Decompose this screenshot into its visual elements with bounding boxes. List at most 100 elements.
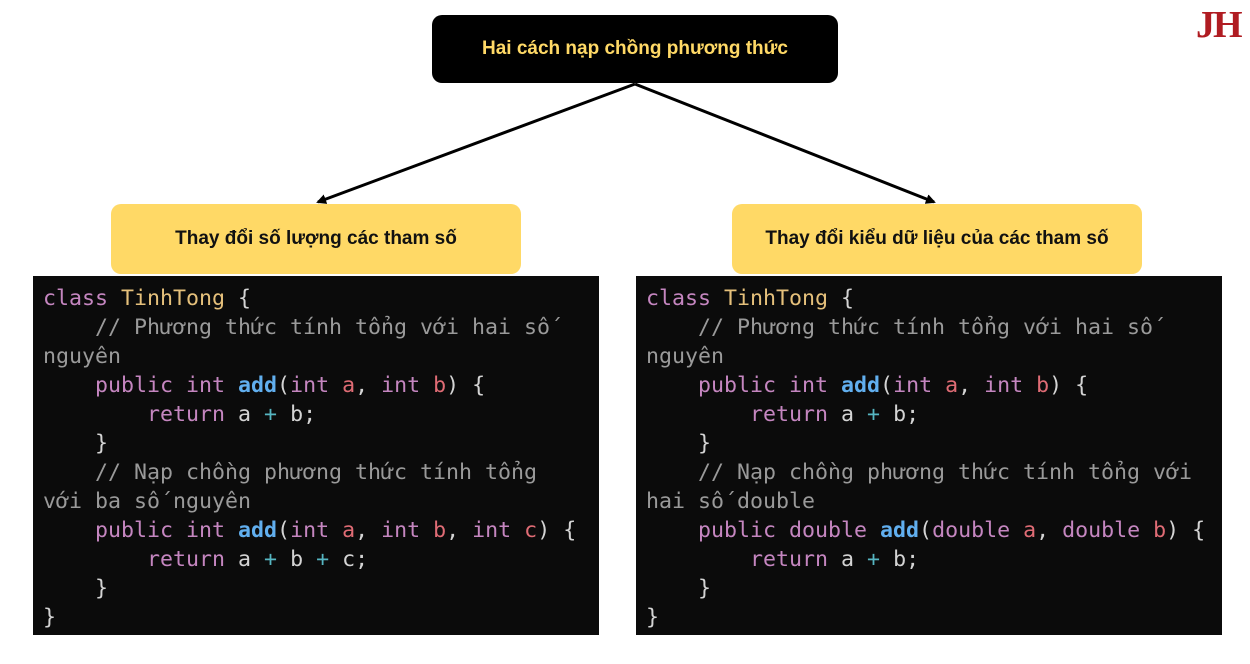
code-token: a [342, 373, 356, 398]
code-token: // Phương thức tính tổng với hai số [43, 315, 551, 340]
code-token: return [147, 547, 239, 572]
branch-node-count-label: Thay đổi số lượng các tham số [175, 228, 457, 249]
code-token: } [43, 605, 57, 630]
code-line: // Phương thức tính tổng với hai số [646, 313, 1222, 342]
code-token: double [1062, 518, 1154, 543]
code-token: return [750, 402, 842, 427]
code-line: hai số double [646, 487, 1222, 516]
code-token: add [238, 518, 278, 543]
code-token: ) { [1049, 373, 1089, 398]
code-token: a [841, 547, 868, 572]
code-token: { [225, 286, 252, 311]
code-token: return [147, 402, 239, 427]
code-line: public int add(int a, int b, int c) { [43, 516, 599, 545]
code-line: với ba số nguyên [43, 487, 599, 516]
code-line: // Nạp chồng phương thức tính tổng [43, 458, 599, 487]
code-token: b [433, 373, 447, 398]
branch-node-type-label: Thay đổi kiểu dữ liệu của các tham số [765, 228, 1109, 249]
code-token: a [342, 518, 356, 543]
code-token: { [828, 286, 855, 311]
code-token [43, 547, 147, 572]
code-token [43, 518, 95, 543]
code-token: , [446, 518, 473, 543]
code-token: b [1153, 518, 1167, 543]
code-token: ) { [1166, 518, 1206, 543]
code-token: int [984, 373, 1037, 398]
code-token: ) { [446, 373, 486, 398]
code-token: ( [277, 373, 291, 398]
code-token: a [945, 373, 959, 398]
code-token: return [750, 547, 842, 572]
code-token: c; [329, 547, 369, 572]
code-token: TinhTong [724, 286, 829, 311]
code-token: c [524, 518, 538, 543]
code-token: } [646, 605, 660, 630]
code-token: public int [698, 373, 842, 398]
arrow-left [316, 82, 636, 204]
code-block-left: class TinhTong { // Phương thức tính tổn… [33, 276, 599, 635]
code-line: } [43, 574, 599, 603]
code-line: } [646, 603, 1222, 632]
code-token: int [472, 518, 525, 543]
code-token: + [867, 402, 881, 427]
code-token: ( [880, 373, 894, 398]
code-token: add [841, 373, 881, 398]
code-token: ( [277, 518, 291, 543]
code-token: class [646, 286, 725, 311]
code-token [646, 373, 698, 398]
code-token: b [277, 547, 317, 572]
code-line: public int add(int a, int b) { [646, 371, 1222, 400]
code-line: return a + b + c; [43, 545, 599, 574]
code-line: public int add(int a, int b) { [43, 371, 599, 400]
code-token: } [646, 576, 712, 601]
jh-logo: JH [1196, 4, 1243, 46]
root-node-label: Hai cách nạp chồng phương thức [482, 38, 788, 59]
code-token: + [867, 547, 881, 572]
code-token: , [958, 373, 985, 398]
code-line: } [43, 429, 599, 458]
code-token: int [290, 518, 343, 543]
code-token: public int [95, 373, 239, 398]
code-line: return a + b; [43, 400, 599, 429]
code-line: nguyên [43, 342, 599, 371]
code-line: return a + b; [646, 400, 1222, 429]
code-token: a [841, 402, 868, 427]
code-token: TinhTong [121, 286, 226, 311]
code-token: ( [919, 518, 933, 543]
code-line: class TinhTong { [646, 284, 1222, 313]
code-token: } [646, 431, 712, 456]
code-block-right: class TinhTong { // Phương thức tính tổn… [636, 276, 1222, 635]
arrow-right [634, 82, 936, 204]
code-token: a [238, 547, 265, 572]
code-line: // Nạp chồng phương thức tính tổng với [646, 458, 1222, 487]
code-token: } [43, 431, 109, 456]
code-token: // Nạp chồng phương thức tính tổng [43, 460, 538, 485]
code-token: , [1036, 518, 1063, 543]
code-token: // Phương thức tính tổng với hai số [646, 315, 1154, 340]
code-token [646, 402, 750, 427]
code-token: nguyên [646, 344, 725, 369]
code-token: double [932, 518, 1024, 543]
code-token [43, 373, 95, 398]
code-token: , [355, 373, 382, 398]
code-token: + [316, 547, 330, 572]
code-token: class [43, 286, 122, 311]
code-token: với ba số nguyên [43, 489, 252, 514]
branch-node-count: Thay đổi số lượng các tham số [111, 204, 521, 274]
code-token: int [290, 373, 343, 398]
code-line: nguyên [646, 342, 1222, 371]
code-token: a [238, 402, 265, 427]
code-token: b; [880, 402, 920, 427]
code-token: b; [880, 547, 920, 572]
code-token: + [264, 402, 278, 427]
code-line: public double add(double a, double b) { [646, 516, 1222, 545]
code-token: add [880, 518, 920, 543]
code-token: public int [95, 518, 239, 543]
code-token: b [433, 518, 447, 543]
branch-node-type: Thay đổi kiểu dữ liệu của các tham số [732, 204, 1142, 274]
code-token: public double [698, 518, 881, 543]
code-token: + [264, 547, 278, 572]
code-token: int [381, 518, 434, 543]
code-line: class TinhTong { [43, 284, 599, 313]
code-line: } [646, 574, 1222, 603]
